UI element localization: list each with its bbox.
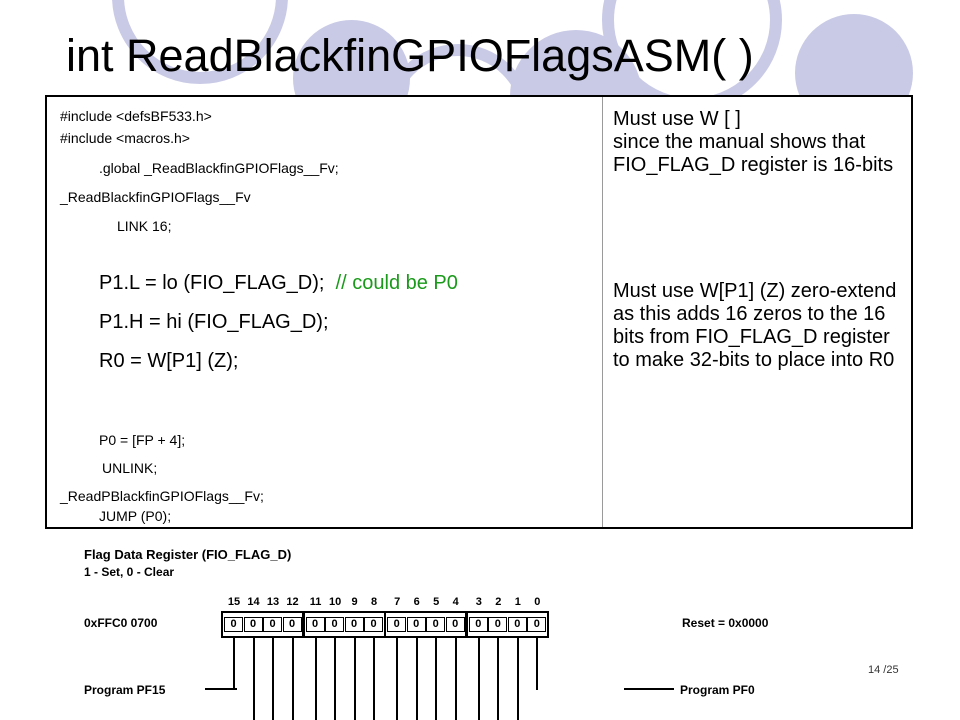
bit-number: 15 xyxy=(227,596,241,608)
bit-value: 0 xyxy=(468,617,488,632)
pin-line xyxy=(314,638,317,720)
code-line-unlink: UNLINK; xyxy=(102,460,158,476)
pin-line xyxy=(454,638,457,720)
pin-line xyxy=(353,638,356,720)
pin-line xyxy=(291,638,294,720)
code-p1l-statement: P1.L = lo (FIO_FLAG_D); xyxy=(99,272,325,294)
pin-line xyxy=(477,638,480,720)
bit-value: 0 xyxy=(325,617,345,632)
bit-value: 0 xyxy=(406,617,426,632)
pf0-line-horizontal xyxy=(624,688,674,690)
register-address: 0xFFC0 0700 xyxy=(84,616,158,630)
pin-line xyxy=(435,638,438,720)
bit-number: 10 xyxy=(328,596,342,608)
bit-number: 6 xyxy=(413,596,420,608)
code-line-label: _ReadBlackfinGPIOFlags__Fv xyxy=(60,189,251,205)
bit-number: 9 xyxy=(351,596,358,608)
bit-value: 0 xyxy=(263,617,282,632)
bit-number: 4 xyxy=(452,596,459,608)
bit-number: 11 xyxy=(309,596,322,608)
code-line-p1l: P1.L = lo (FIO_FLAG_D); // could be P0 xyxy=(99,272,458,295)
notes-column: Must use W [ ] since the manual shows th… xyxy=(603,97,911,527)
register-reset: Reset = 0x0000 xyxy=(682,616,769,630)
pin-line xyxy=(497,638,500,720)
pin-line xyxy=(415,638,418,720)
bit-number: 13 xyxy=(266,596,280,608)
bit-number: 2 xyxy=(495,596,502,608)
bit-number: 7 xyxy=(394,596,401,608)
register-title: Flag Data Register (FIO_FLAG_D) xyxy=(84,547,292,562)
pin-line xyxy=(536,638,539,690)
bit-value: 0 xyxy=(527,617,547,632)
bit-value: 0 xyxy=(224,617,243,632)
bit-value: 0 xyxy=(445,617,465,632)
bit-value: 0 xyxy=(344,617,364,632)
bit-group-box xyxy=(384,611,468,638)
include-file: <defsBF533.h> xyxy=(116,108,212,124)
bit-value: 0 xyxy=(243,617,263,632)
code-line-end-label: _ReadPBlackfinGPIOFlags__Fv; xyxy=(60,488,264,504)
bit-value: 0 xyxy=(387,617,407,632)
code-line-include-2: #include <macros.h> xyxy=(60,130,190,146)
note-word-access: Must use W [ ] since the manual shows th… xyxy=(613,108,894,176)
bit-number: 0 xyxy=(534,596,541,608)
bit-group-box xyxy=(465,611,549,638)
bit-value: 0 xyxy=(488,617,508,632)
bit-number: 1 xyxy=(514,596,521,608)
pin-line xyxy=(252,638,255,720)
code-comment: // could be P0 xyxy=(335,272,458,294)
bit-value: 0 xyxy=(282,617,302,632)
include-keyword: #include xyxy=(60,130,117,146)
page-number: 14 /25 xyxy=(868,664,899,676)
bit-number: 14 xyxy=(247,596,260,608)
bit-number: 3 xyxy=(475,596,482,608)
bit-number: 12 xyxy=(286,596,299,608)
bit-value: 0 xyxy=(426,617,446,632)
bit-value: 0 xyxy=(364,617,384,632)
include-file: <macros.h> xyxy=(116,130,190,146)
register-subtitle: 1 - Set, 0 - Clear xyxy=(84,565,175,579)
code-line-p1h: P1.H = hi (FIO_FLAG_D); xyxy=(99,311,329,333)
pin-line xyxy=(334,638,337,720)
code-line-link: LINK 16; xyxy=(117,218,172,234)
bit-value: 0 xyxy=(305,617,325,632)
note-zero-extend: Must use W[P1] (Z) zero-extend as this a… xyxy=(613,280,897,371)
pin-line xyxy=(396,638,399,720)
code-line-global: .global _ReadBlackfinGPIOFlags__Fv; xyxy=(99,160,339,176)
code-column: #include <defsBF533.h> #include <macros.… xyxy=(47,97,603,527)
label-program-pf15: Program PF15 xyxy=(84,683,166,697)
code-line-r0: R0 = W[P1] (Z); xyxy=(99,350,239,372)
bit-group-box xyxy=(302,611,386,638)
pin-line xyxy=(272,638,274,720)
pf15-line-horizontal xyxy=(205,688,237,690)
label-program-pf0: Program PF0 xyxy=(680,683,755,697)
bit-group-box xyxy=(221,611,304,638)
code-line-include-1: #include <defsBF533.h> xyxy=(60,108,212,124)
bit-number: 5 xyxy=(433,596,440,608)
pin-line xyxy=(373,638,376,720)
slide-title: int ReadBlackfinGPIOFlagsASM( ) xyxy=(66,30,754,81)
content-table: #include <defsBF533.h> #include <macros.… xyxy=(45,95,913,529)
bit-value: 0 xyxy=(507,617,527,632)
pin-line xyxy=(233,638,235,690)
code-line-p0: P0 = [FP + 4]; xyxy=(99,432,186,448)
include-keyword: #include xyxy=(60,108,117,124)
bit-number: 8 xyxy=(371,596,378,608)
code-line-jump: JUMP (P0); xyxy=(99,508,172,524)
pin-line xyxy=(516,638,519,720)
